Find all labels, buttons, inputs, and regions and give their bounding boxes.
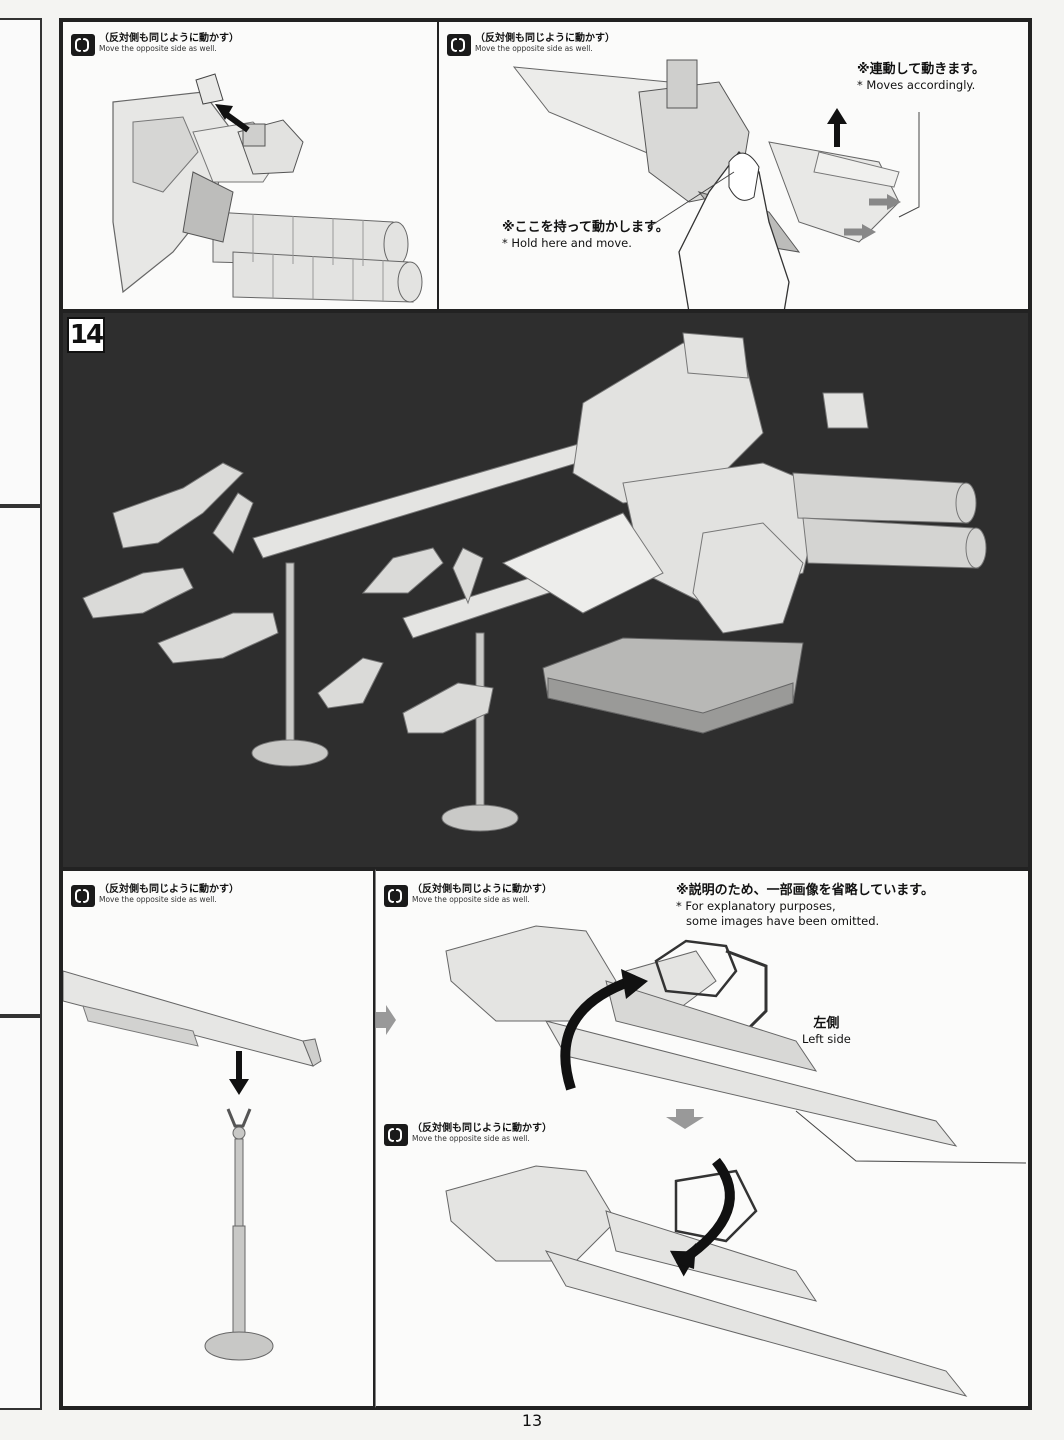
panel-stand-attach: （反対側も同じように動かす） Move the opposite side as…	[61, 869, 375, 1408]
illustration-stand	[63, 970, 322, 1361]
page-number: 13	[521, 1411, 543, 1430]
symmetry-icon	[71, 34, 95, 56]
illustration-arm-rotation	[376, 925, 1027, 1397]
move-opposite-side-note: （反対側も同じように動かす） Move the opposite side as…	[71, 33, 239, 56]
omitted-images-callout: ※説明のため、一部画像を省略しています。 * For explanatory p…	[676, 883, 934, 928]
panel-arm-fold: （反対側も同じように動かす） Move the opposite side as…	[375, 869, 1030, 1408]
omitted-images-ja: ※説明のため、一部画像を省略しています。	[676, 883, 934, 898]
omitted-images-en-1: * For explanatory purposes,	[676, 899, 836, 914]
note-en: Move the opposite side as well.	[99, 43, 217, 53]
left-side-label: 左側 Left side	[802, 1016, 851, 1047]
move-opposite-side-note: （反対側も同じように動かす） Move the opposite side as…	[384, 884, 552, 907]
note-ja: （反対側も同じように動かす）	[475, 33, 615, 44]
note-ja: （反対側も同じように動かす）	[99, 33, 239, 44]
note-ja: （反対側も同じように動かす）	[99, 884, 239, 895]
note-en: Move the opposite side as well.	[475, 43, 593, 53]
adjacent-page-panel-top	[0, 18, 42, 506]
symmetry-icon	[384, 885, 408, 907]
note-ja: （反対側も同じように動かす）	[412, 884, 552, 895]
symmetry-icon	[384, 1124, 408, 1146]
illustration-hand-hold	[512, 59, 920, 309]
symmetry-icon	[447, 34, 471, 56]
hold-here-ja: ※ここを持って動かします。	[502, 220, 669, 235]
left-side-ja: 左側	[813, 1016, 840, 1031]
moves-accordingly-ja: ※連動して動きます。	[857, 62, 985, 77]
adjacent-page-panel-bottom	[0, 1016, 42, 1410]
note-ja: （反対側も同じように動かす）	[412, 1123, 552, 1134]
symmetry-icon	[71, 885, 95, 907]
move-opposite-side-note: （反対側も同じように動かす） Move the opposite side as…	[71, 884, 239, 907]
page-frame	[59, 18, 1032, 1410]
moves-accordingly-callout: ※連動して動きます。 * Moves accordingly.	[857, 62, 985, 93]
move-opposite-side-note: （反対側も同じように動かす） Move the opposite side as…	[447, 33, 615, 56]
note-en: Move the opposite side as well.	[412, 1133, 530, 1143]
panel-step-14: 14	[61, 311, 1030, 869]
illustration-full-assembly	[82, 332, 987, 832]
move-opposite-side-note-lower: （反対側も同じように動かす） Move the opposite side as…	[384, 1123, 552, 1146]
hold-here-en: * Hold here and move.	[502, 236, 632, 251]
note-en: Move the opposite side as well.	[99, 894, 217, 904]
omitted-images-en-2: some images have been omitted.	[686, 913, 880, 928]
moves-accordingly-en: * Moves accordingly.	[857, 78, 976, 93]
hold-here-callout: ※ここを持って動かします。 * Hold here and move.	[502, 220, 669, 251]
panel-move-top-left: （反対側も同じように動かす） Move the opposite side as…	[61, 20, 439, 311]
step-number: 14	[67, 317, 105, 353]
adjacent-page-panel-middle	[0, 506, 42, 1016]
illustration-armor-open	[112, 73, 423, 303]
panel-move-top-right: （反対側も同じように動かす） Move the opposite side as…	[437, 20, 1030, 311]
note-en: Move the opposite side as well.	[412, 894, 530, 904]
left-side-en: Left side	[802, 1032, 851, 1047]
